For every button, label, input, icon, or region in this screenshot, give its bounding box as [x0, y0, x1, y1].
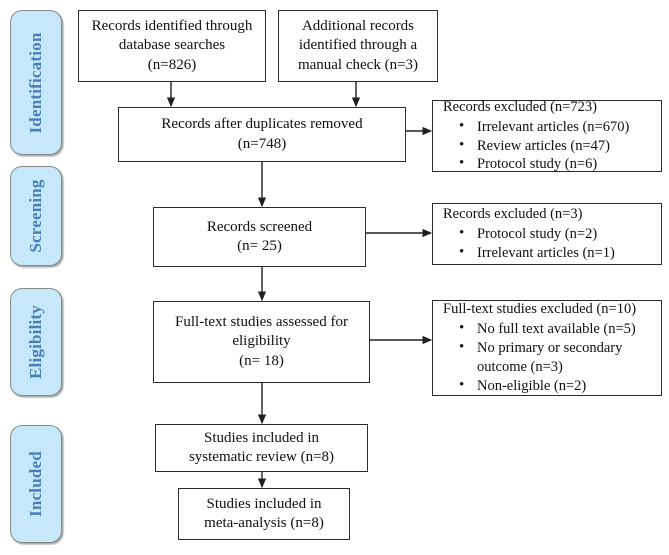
box-line: Full-text studies assessed for [175, 314, 348, 331]
box-records-identified-database: Records identified through database sear… [78, 10, 266, 82]
exclusion-title: Full-text studies excluded (n=10) [443, 301, 637, 318]
stage-label-screening: Screening [26, 179, 45, 253]
exclusion-list: No full text available (n=5) No primary … [443, 319, 655, 396]
box-fulltext-studies-assessed: Full-text studies assessed for eligibili… [153, 301, 370, 383]
exclusion-title: Records excluded (n=3) [443, 206, 583, 223]
box-records-screened: Records screened (n= 25) [153, 207, 366, 267]
stage-label-identification: Identification [26, 31, 45, 134]
box-line: meta-analysis (n=8) [204, 515, 324, 531]
box-line: eligibility [232, 333, 291, 350]
box-line: Records identified through [91, 18, 253, 35]
stage-pill-screening: Screening [10, 166, 62, 266]
exclusion-title: Records excluded (n=723) [443, 98, 597, 115]
box-line: Additional records [301, 18, 415, 35]
box-line: systematic review (n=8) [188, 449, 335, 465]
exclusion-list: Protocol study (n=2) Irrelevant articles… [443, 224, 655, 263]
exclusion-item: Protocol study (n=2) [443, 224, 655, 244]
box-additional-records-manual: Additional records identified through a … [278, 10, 438, 82]
box-line: (n=826) [147, 56, 197, 73]
box-records-after-duplicates-removed: Records after duplicates removed (n=748) [118, 107, 406, 162]
exclusion-item: No full text available (n=5) [443, 319, 655, 339]
stage-pill-identification: Identification [10, 10, 62, 155]
box-line: (n=748) [237, 135, 287, 152]
box-line: (n= 18) [239, 352, 284, 369]
box-line: manual check (n=3) [297, 56, 419, 73]
exclusion-item: Protocol study (n=6) [443, 154, 655, 174]
box-studies-included-meta-analysis: Studies included in meta-analysis (n=8) [178, 488, 350, 540]
box-fulltext-studies-excluded: Full-text studies excluded (n=10) No ful… [432, 300, 662, 396]
exclusion-item: No primary or secondary outcome (n=3) [443, 338, 655, 377]
exclusion-item: Irrelevant articles (n=1) [443, 243, 655, 263]
exclusion-item: Non-eligible (n=2) [443, 376, 655, 396]
box-line: database searches [118, 37, 226, 54]
box-line: (n= 25) [237, 238, 282, 254]
box-records-excluded-screened: Records excluded (n=3) Protocol study (n… [432, 203, 662, 265]
box-line: identified through a [298, 37, 418, 54]
stage-pill-included: Included [10, 425, 62, 543]
box-studies-included-systematic-review: Studies included in systematic review (n… [155, 424, 368, 472]
box-line: Records screened [206, 218, 313, 235]
box-line: Records after duplicates removed [161, 116, 363, 133]
stage-pill-eligibility: Eligibility [10, 288, 62, 396]
exclusion-item: Review articles (n=47) [443, 136, 655, 156]
stage-label-eligibility: Eligibility [26, 305, 45, 379]
exclusion-list: Irrelevant articles (n=670) Review artic… [443, 117, 655, 175]
box-line: Studies included in [206, 495, 322, 512]
exclusion-item: Irrelevant articles (n=670) [443, 117, 655, 137]
stage-label-included: Included [26, 451, 45, 517]
box-line: Studies included in [204, 429, 319, 446]
box-records-excluded-duplicates: Records excluded (n=723) Irrelevant arti… [432, 98, 662, 175]
